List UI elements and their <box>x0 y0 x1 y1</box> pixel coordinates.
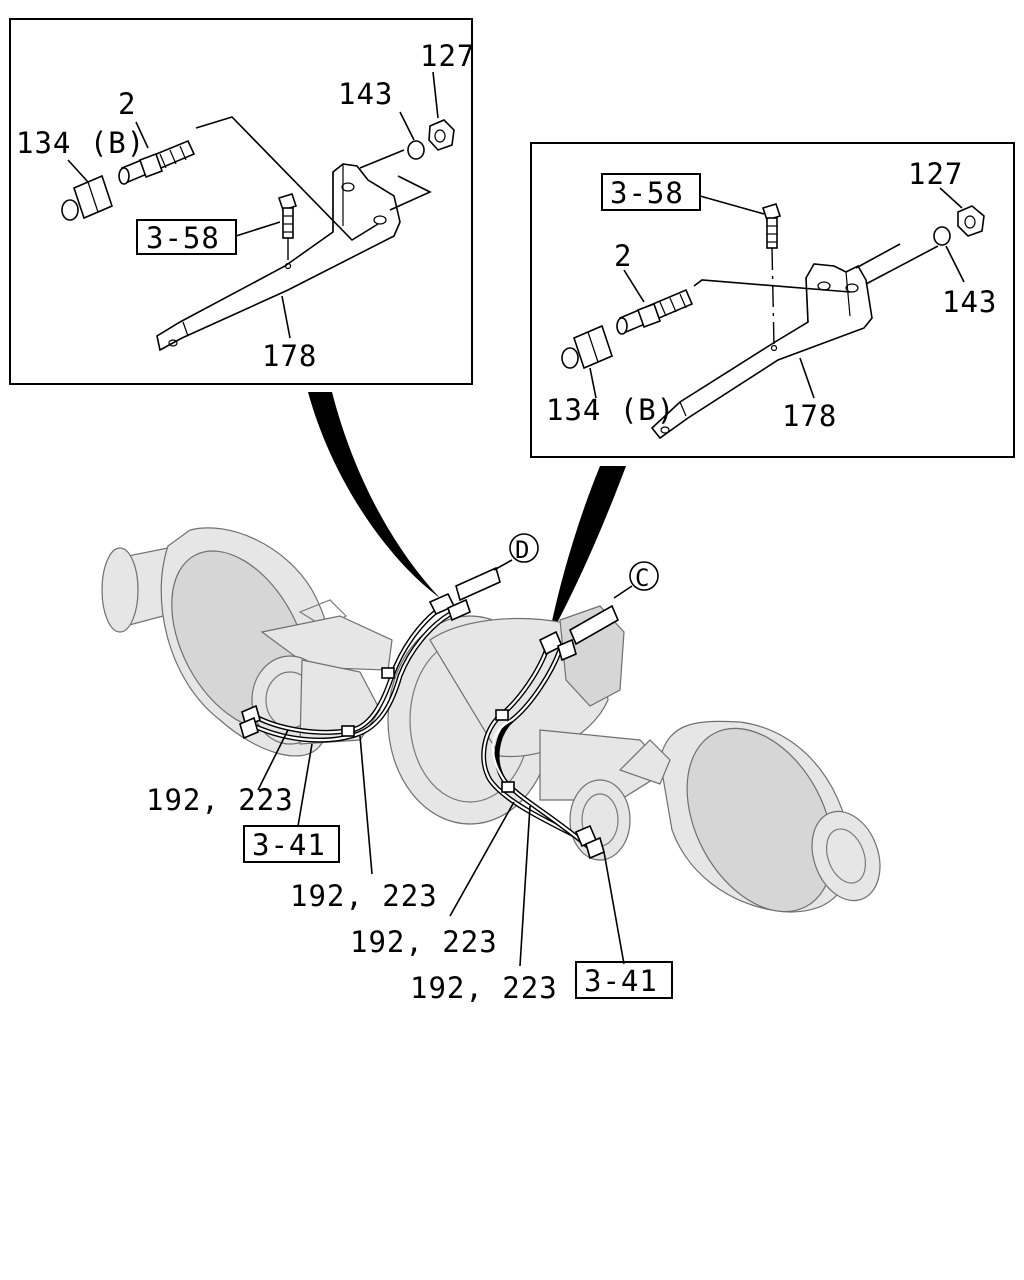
right-label-bracket: 178 <box>782 399 837 433</box>
left-detail-view: 127 143 2 134 (B) 3-58 178 <box>9 18 475 385</box>
right-label-stud: 2 <box>614 239 632 273</box>
right-bolt-ref-box <box>601 173 701 211</box>
left-nut-127 <box>428 119 455 151</box>
view-c-marker <box>629 561 659 591</box>
left-stud-2 <box>118 139 196 185</box>
ref-box-right <box>575 961 673 999</box>
right-detail-frame <box>530 142 1015 458</box>
right-bolt <box>761 203 782 249</box>
axle-assembly <box>101 527 881 913</box>
left-detail-frame <box>9 18 473 385</box>
harness-label-2: 192, 223 <box>290 879 438 913</box>
right-label-nut: 127 <box>908 157 963 191</box>
view-d-marker <box>509 533 539 563</box>
left-label-cap: 134 (B) <box>16 126 145 160</box>
right-label-washer: 143 <box>942 285 997 319</box>
right-detail-view: 3-58 127 2 143 134 (B) 178 <box>530 142 1015 458</box>
left-label-bolt-ref: 3-58 <box>146 221 220 255</box>
view-c-label: C <box>635 564 650 592</box>
left-washer-143 <box>407 140 425 160</box>
left-label-bracket: 178 <box>262 339 317 373</box>
left-bolt <box>277 193 298 239</box>
left-label-nut: 127 <box>420 39 475 73</box>
left-bolt-ref-box <box>136 219 237 255</box>
right-washer-143 <box>933 226 951 246</box>
harness-label-3: 192, 223 <box>350 925 498 959</box>
harness-label-1: 192, 223 <box>146 783 294 817</box>
right-bracket-178 <box>650 263 873 440</box>
right-detail-pointer <box>548 466 626 640</box>
ref-label-right: 3-41 <box>584 964 658 998</box>
left-cap-134b <box>61 174 113 221</box>
right-label-cap: 134 (B) <box>546 393 675 427</box>
right-stud-2 <box>616 288 694 335</box>
left-label-stud: 2 <box>118 87 136 121</box>
left-label-washer: 143 <box>338 77 393 111</box>
left-detail-pointer <box>308 392 440 598</box>
view-d-label: D <box>515 536 530 564</box>
left-bracket-178 <box>156 163 401 352</box>
ref-box-left <box>243 825 340 863</box>
harness-label-4: 192, 223 <box>410 971 558 1005</box>
axle-callouts: D C 192, 223 3-41 192, 223 192, 223 192,… <box>146 533 673 1005</box>
right-cap-134b <box>561 324 613 370</box>
ref-label-left: 3-41 <box>252 828 326 862</box>
right-label-bolt-ref: 3-58 <box>610 176 684 210</box>
right-nut-127 <box>957 205 985 237</box>
